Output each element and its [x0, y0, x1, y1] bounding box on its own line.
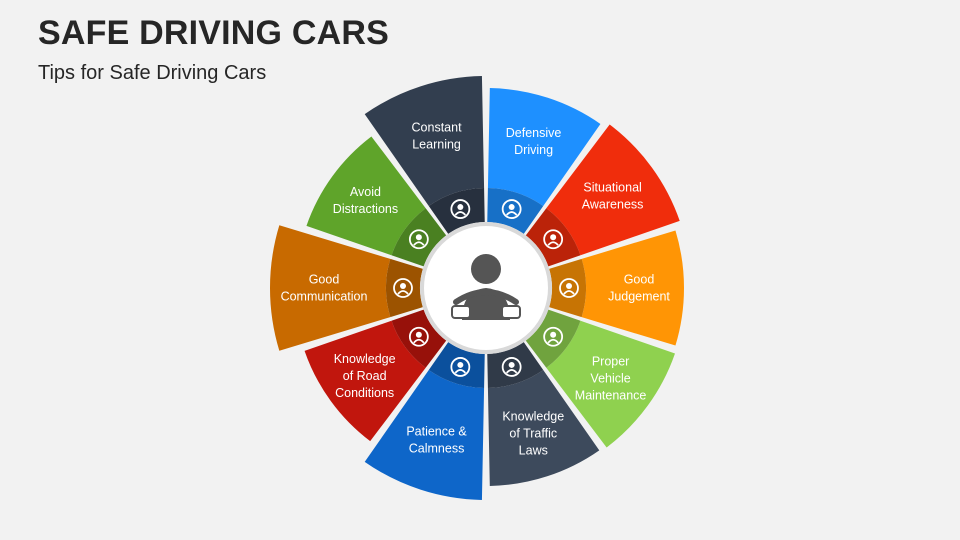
- segment-situational-awareness: [546, 124, 680, 256]
- inner-ring-patience-calmness: [428, 342, 485, 388]
- car-wrench-icon: [543, 326, 564, 347]
- decision-arrows-icon: [559, 278, 579, 298]
- inner-ring-knowledge-of-traffic-laws: [487, 342, 544, 388]
- inner-ring-defensive-driving: [487, 188, 544, 234]
- segment-avoid-distractions: [306, 136, 426, 256]
- child-seat-icon: [501, 199, 522, 219]
- page-subtitle: Tips for Safe Driving Cars: [38, 62, 267, 84]
- inner-ring-knowledge-of-road-conditions: [391, 309, 447, 368]
- segment-good-communication: [270, 225, 391, 351]
- no-phone-icon: [408, 229, 429, 250]
- calm-person-icon: [450, 357, 471, 377]
- segment-good-judgement: [581, 230, 684, 346]
- inner-ring-constant-learning: [428, 188, 485, 234]
- segment-knowledge-of-traffic-laws: [487, 370, 600, 486]
- inner-ring-proper-vehicle-maintenance: [525, 309, 581, 368]
- segment-defensive-driving: [487, 88, 601, 206]
- car-hand-icon: [408, 326, 429, 347]
- rulebook-icon: [501, 357, 522, 377]
- page-title: SAFE DRIVING CARS: [38, 14, 389, 52]
- segment-proper-vehicle-maintenance: [546, 320, 675, 448]
- segment-patience-calmness: [364, 370, 485, 500]
- segment-constant-learning: [364, 76, 485, 206]
- learning-gear-icon: [450, 199, 471, 219]
- segment-label-patience-calmness: Patience &Calmness: [406, 425, 467, 456]
- segment-knowledge-of-road-conditions: [304, 320, 426, 442]
- driver-steering-wheel-icon: [451, 254, 521, 320]
- chat-people-icon: [393, 278, 413, 298]
- alert-person-icon: [543, 229, 564, 250]
